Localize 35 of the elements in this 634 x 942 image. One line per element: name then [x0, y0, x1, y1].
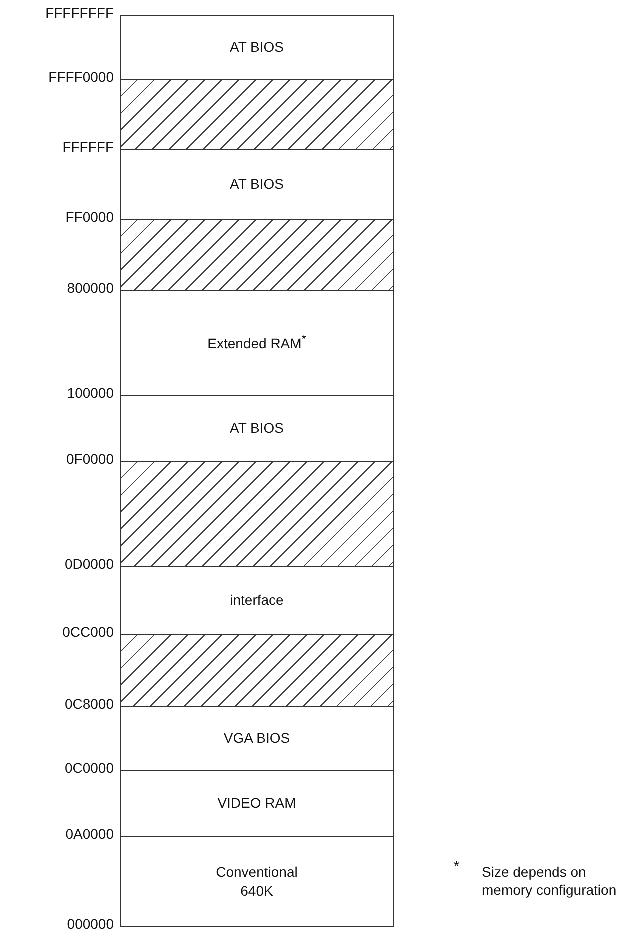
- segment-label: VGA BIOS: [224, 729, 290, 748]
- segment-label: Conventional 640K: [215, 862, 299, 900]
- memory-segment: [120, 770, 394, 837]
- segment-label: interface: [230, 591, 284, 610]
- segment-label: AT BIOS: [230, 175, 284, 194]
- address-label: 000000: [66, 916, 114, 932]
- address-label: FFFFFF: [62, 139, 114, 155]
- hatched-segment: [120, 219, 394, 291]
- address-label: FFFF0000: [48, 69, 114, 85]
- footnote-mark: *: [454, 858, 460, 874]
- hatched-segment: [120, 461, 394, 567]
- memory-segment: [120, 706, 394, 771]
- address-label: 800000: [66, 280, 114, 296]
- segment-label: AT BIOS: [230, 38, 284, 57]
- hatched-segment: [120, 79, 394, 150]
- memory-segment: [120, 15, 394, 80]
- hatched-segment: [120, 634, 394, 707]
- memory-segment: [120, 566, 394, 635]
- address-label: 0C0000: [64, 760, 114, 776]
- address-label: 0CC000: [62, 624, 114, 640]
- segment-label: Extended RAM$^{*}$: [208, 332, 306, 354]
- address-label: 0F0000: [66, 451, 114, 467]
- segment-label: AT BIOS: [230, 419, 284, 438]
- address-label: FFFFFFFF: [44, 5, 114, 21]
- segment-label: VIDEO RAM: [218, 794, 296, 813]
- memory-segment: [120, 395, 394, 462]
- address-label: 0D0000: [64, 556, 114, 572]
- memory-segment: [120, 149, 394, 220]
- address-label: 0A0000: [64, 826, 114, 842]
- memory-segment: [120, 836, 394, 927]
- memory-segment: [120, 290, 394, 396]
- footnote-text: Size depends on memory configuration: [482, 863, 618, 900]
- address-label: 100000: [66, 385, 114, 401]
- address-label: 0C8000: [64, 696, 114, 712]
- address-label: FF0000: [64, 209, 114, 225]
